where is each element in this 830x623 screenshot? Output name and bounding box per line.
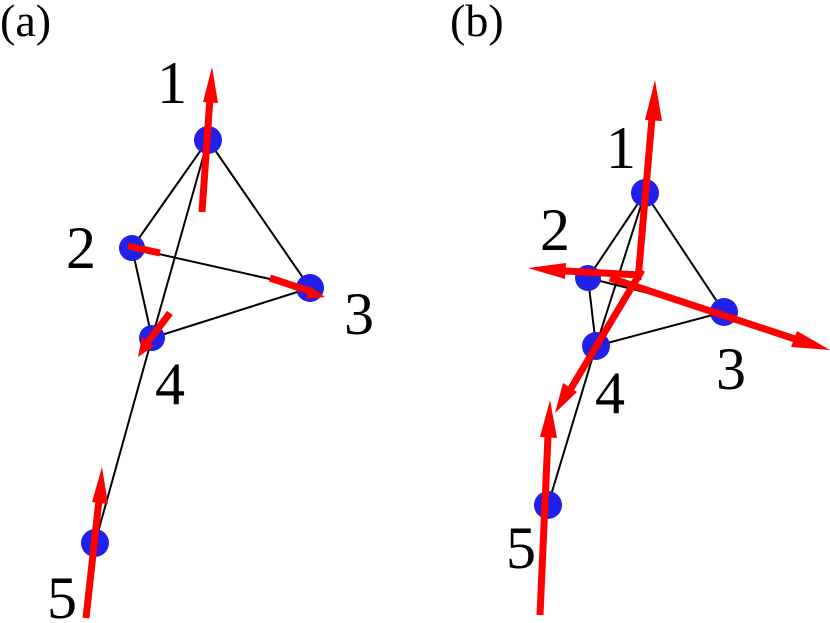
arrow-atom-2	[127, 242, 161, 257]
arrow-atom-1	[634, 80, 662, 281]
node-label-4: 4	[155, 351, 185, 417]
bond-4-5	[94, 337, 153, 544]
bond-1-3	[207, 139, 311, 289]
arrow-atom-4	[555, 268, 646, 413]
bond-1-4	[151, 139, 209, 339]
panel-a: (a)	[0, 0, 374, 623]
arrow-atom-5	[82, 467, 108, 619]
panel-b-node-labels: 1 2 3 4 5	[506, 115, 746, 581]
panel-a-bonds	[94, 139, 311, 544]
arrow-atom-5	[536, 400, 557, 616]
arrow-atom-4	[138, 310, 173, 357]
node-label-3: 3	[344, 281, 374, 347]
panel-b-bonds	[547, 192, 725, 506]
arrow-atom-3	[268, 274, 325, 299]
bond-3-4	[151, 287, 311, 339]
bond-1-2	[131, 139, 209, 249]
panel-b-label: (b)	[450, 0, 504, 46]
panel-a-node-labels: 1 2 3 4 5	[47, 50, 374, 623]
node-label-5: 5	[47, 565, 77, 623]
bond-4-5	[547, 345, 597, 506]
node-label-5: 5	[506, 515, 536, 581]
node-label-1: 1	[157, 50, 187, 116]
arrow-atom-1	[198, 67, 218, 213]
panel-b-arrows	[528, 80, 830, 616]
node-label-2: 2	[66, 215, 96, 281]
bond-1-2	[587, 192, 646, 279]
bond-3-4	[595, 311, 725, 347]
node-label-2: 2	[540, 197, 570, 263]
bond-1-4	[595, 192, 646, 347]
node-label-3: 3	[716, 336, 746, 402]
bond-2-4	[131, 247, 153, 339]
panel-a-arrows	[82, 67, 325, 619]
node-label-1: 1	[606, 115, 636, 181]
arrow-atom-2	[528, 263, 641, 279]
node-label-4: 4	[595, 360, 625, 426]
bond-1-3	[644, 192, 725, 313]
arrow-atom-3	[608, 274, 830, 350]
panel-a-label: (a)	[0, 0, 51, 46]
panel-b: (b)	[450, 0, 830, 616]
